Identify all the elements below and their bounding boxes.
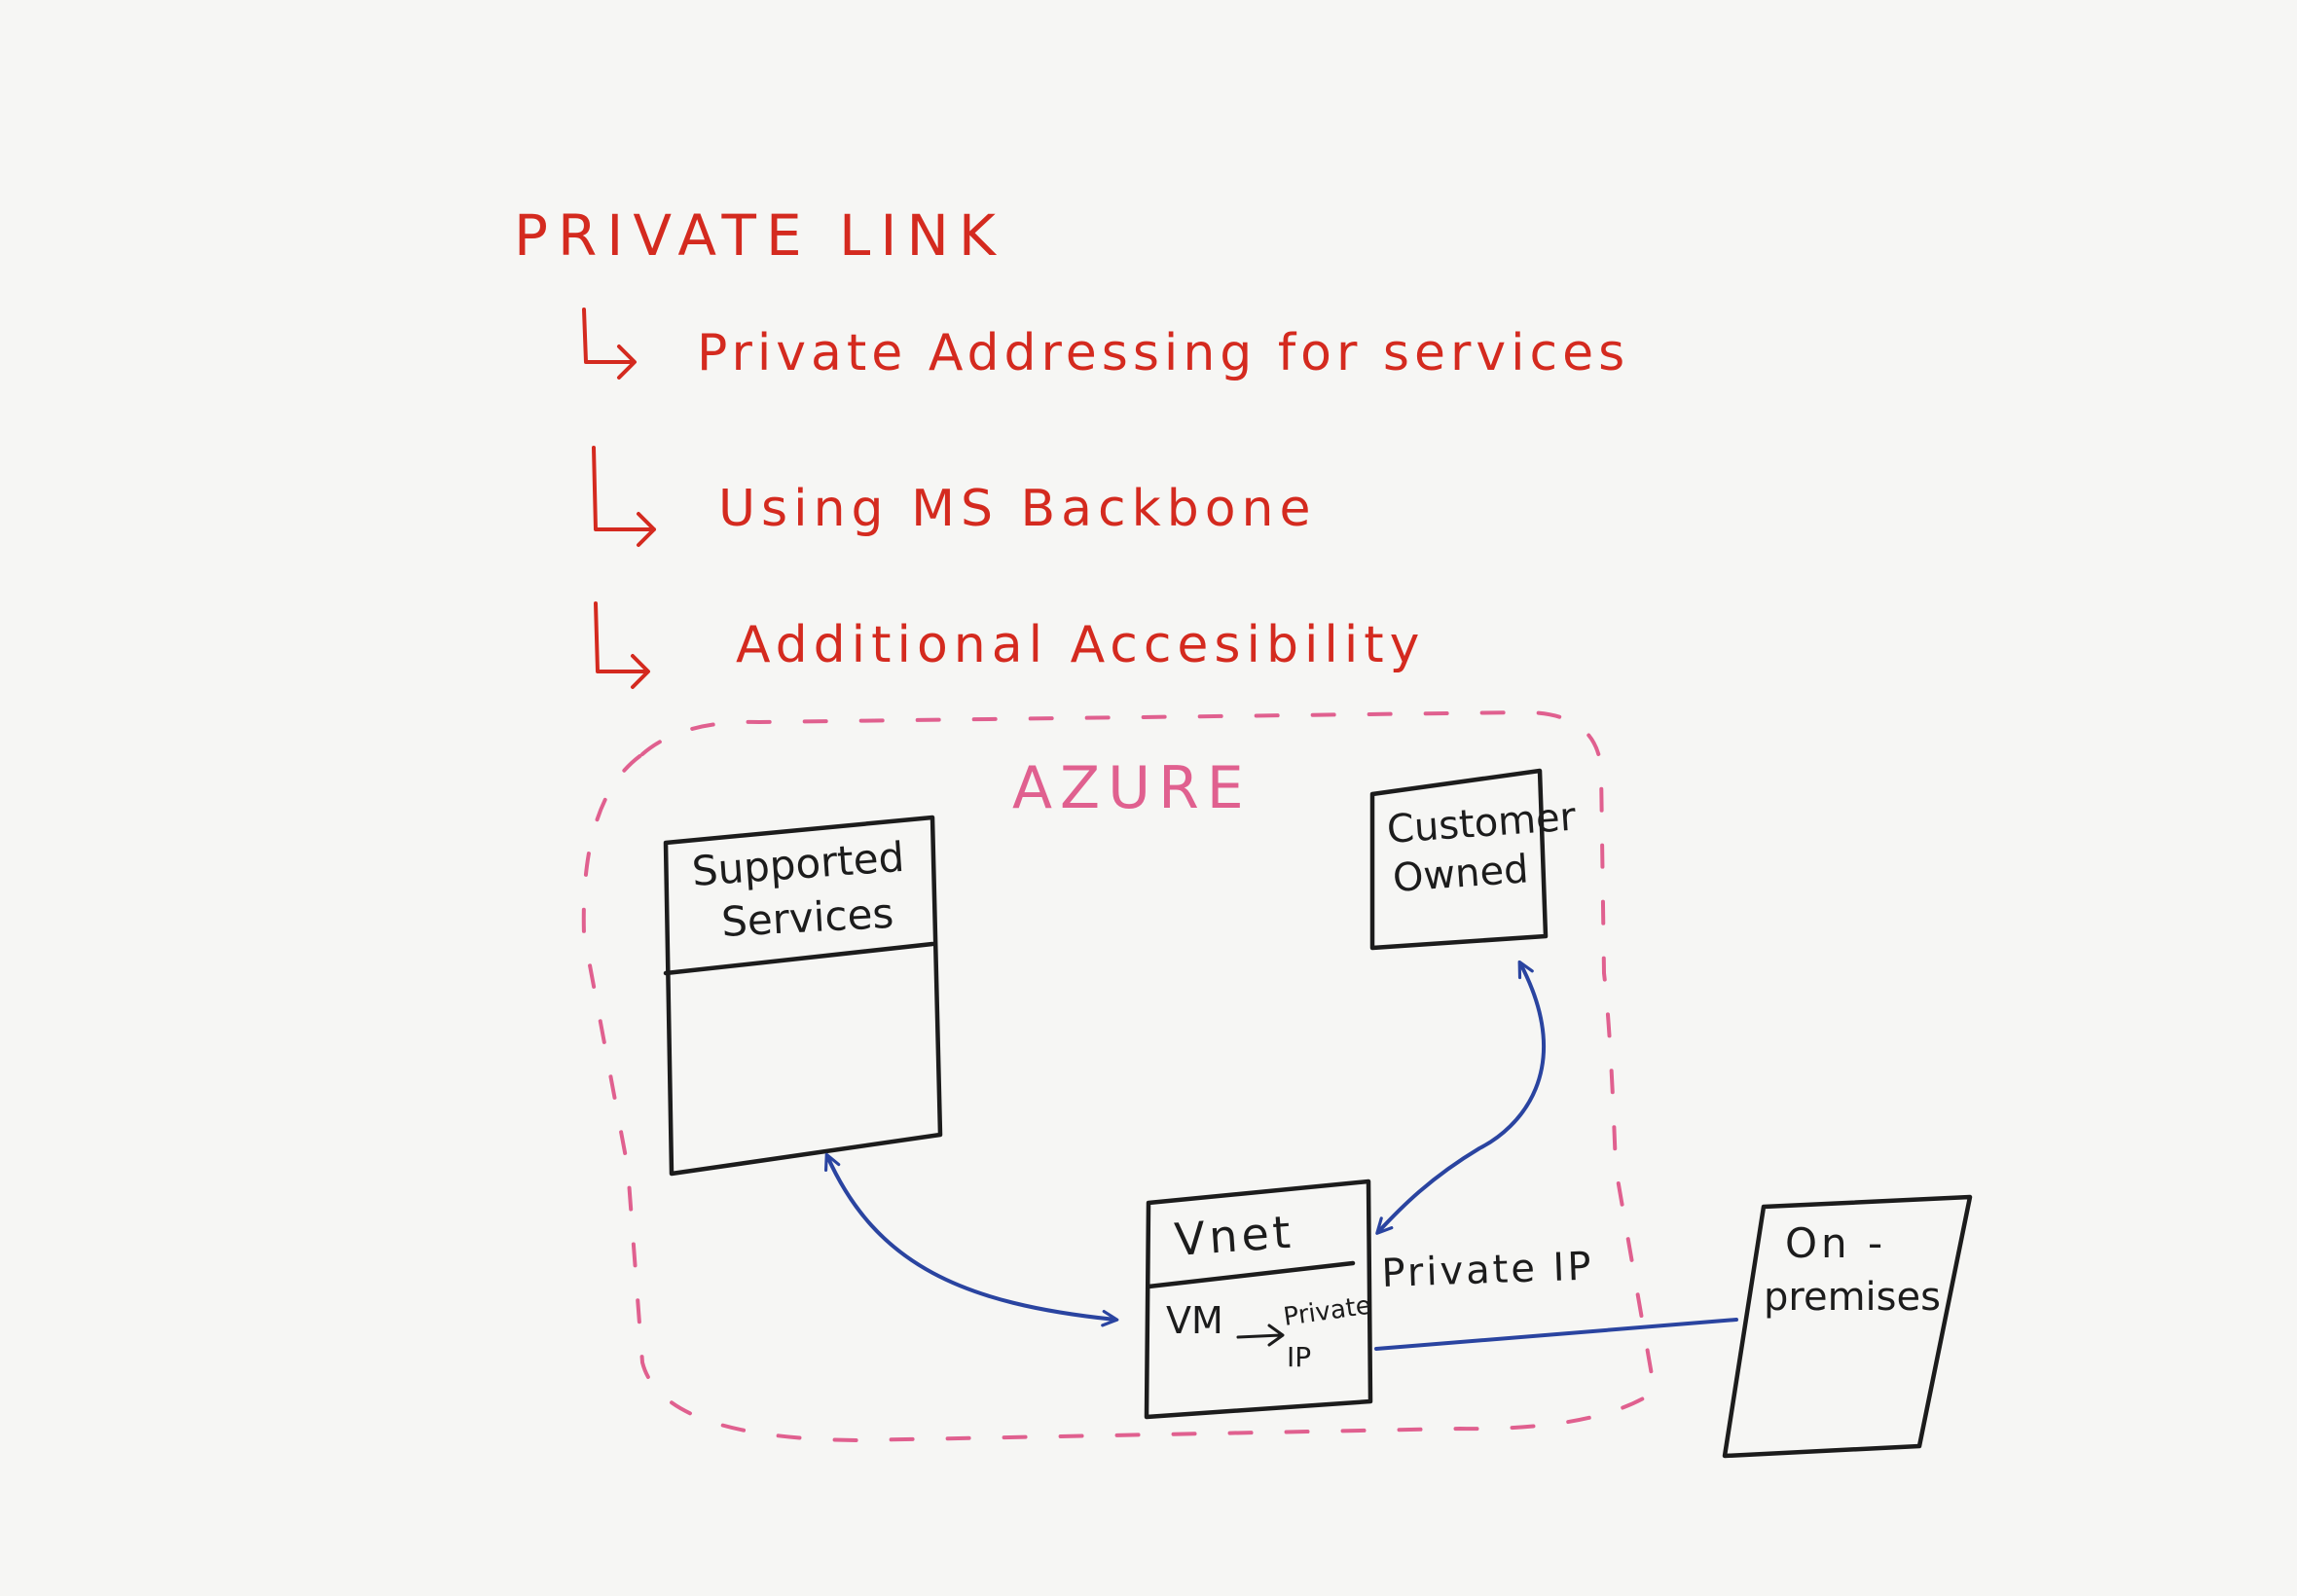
customer-owned-box: Customer Owned xyxy=(1369,768,1578,951)
supported-services-vnet-arrow xyxy=(823,1152,1119,1327)
bullet-arrow-icon xyxy=(582,308,637,380)
vnet-box: Vnet VM Private IP xyxy=(1144,1179,1373,1420)
vnet-title: Vnet xyxy=(1173,1206,1295,1266)
vm-label: VM xyxy=(1166,1299,1223,1342)
arrow-right-icon xyxy=(1236,1324,1285,1347)
customer-owned-label: Owned xyxy=(1391,847,1529,901)
notes-title: PRIVATE LINK xyxy=(514,202,1005,269)
vm-private-ip-label: IP xyxy=(1287,1341,1311,1373)
supported-services-label: Supported xyxy=(690,833,905,895)
bullet-arrow-icon xyxy=(592,446,656,547)
azure-boundary xyxy=(581,709,1658,1443)
on-premises-box: On - premises xyxy=(1722,1194,1973,1459)
on-premises-label: On - xyxy=(1785,1219,1886,1267)
bullet-arrow-icon xyxy=(594,601,650,689)
customer-owned-vnet-arrow xyxy=(1375,960,1547,1235)
private-ip-label: Private IP xyxy=(1381,1244,1595,1296)
bullet-text: Additional Accesibility xyxy=(736,616,1425,674)
supported-services-box: Supported Services xyxy=(663,815,943,1177)
vm-private-ip-label: Private xyxy=(1282,1291,1373,1332)
notes-section: PRIVATE LINK Private Addressing for serv… xyxy=(514,202,1629,689)
vnet-on-premises-link xyxy=(1374,1318,1738,1351)
bullet-text: Using MS Backbone xyxy=(718,480,1317,538)
on-premises-label: premises xyxy=(1764,1275,1941,1320)
customer-owned-label: Customer xyxy=(1385,794,1578,852)
supported-services-label: Services xyxy=(720,889,894,946)
azure-label: AZURE xyxy=(1012,754,1252,822)
azure-region: AZURE xyxy=(581,709,1658,1443)
bullet-text: Private Addressing for services xyxy=(697,324,1629,382)
connectors: Private IP xyxy=(823,960,1738,1351)
